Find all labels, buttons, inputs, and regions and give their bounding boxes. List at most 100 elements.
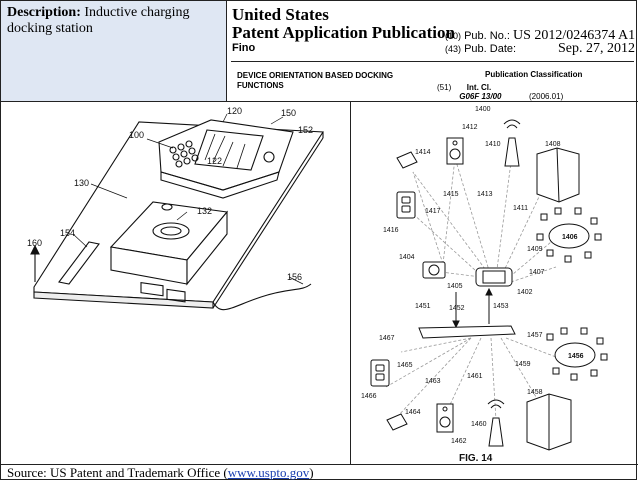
outlet-1466: [370, 359, 390, 387]
description-box: Description: Inductive charging docking …: [1, 1, 227, 102]
label-1402: 1402: [517, 289, 533, 296]
label-1451: 1451: [415, 303, 431, 310]
charger-coil: [152, 222, 190, 240]
outlet-1466-socket2: [375, 373, 385, 381]
lower-links: [385, 337, 557, 421]
router-1410: [504, 137, 520, 167]
label-1404: 1404: [399, 254, 415, 261]
pub-number-label: Pub. No.:: [464, 30, 510, 42]
network-svg: 1400 1412 1410 1414 1408 1415 1413 1417 …: [361, 106, 608, 464]
int-cl-label: Int. Cl.: [466, 83, 492, 92]
speaker-1462-tweeter: [442, 406, 448, 412]
description-label: Description:: [7, 5, 81, 20]
docking-station-drawing: 100 120 150 152 122 130 132 154 160 156: [1, 102, 351, 464]
label-120: 120: [227, 106, 242, 116]
leader-lines: [72, 113, 304, 285]
network-1406: [548, 223, 590, 249]
label-1463: 1463: [425, 378, 441, 385]
speaker-1412: [446, 137, 464, 165]
label-1453: 1453: [493, 303, 509, 310]
charger-port-2: [166, 288, 186, 303]
speaker-1412-tweeter: [452, 140, 458, 146]
label-1466: 1466: [361, 393, 377, 400]
label-160: 160: [27, 238, 42, 248]
int-cl-value: G06F 13/00: [459, 92, 502, 101]
header-country: United States: [232, 5, 329, 24]
patent-title: DEVICE ORIENTATION BASED DOCKING FUNCTIO…: [237, 71, 394, 90]
charger-port-1: [140, 282, 164, 297]
outlet-1416-socket1: [401, 196, 411, 204]
label-1408: 1408: [545, 141, 561, 148]
label-1405: 1405: [447, 283, 463, 290]
int-cl-year: (2006.01): [529, 92, 564, 101]
label-1411: 1411: [513, 205, 528, 212]
hub-bar: [418, 325, 516, 339]
int-cl-block: (51) Int. Cl. G06F 13/00 (2006.01): [437, 83, 563, 101]
phone-screen: [194, 129, 264, 171]
outlet-1416-socket2: [401, 205, 411, 213]
charger-led: [161, 203, 173, 211]
label-1412: 1412: [462, 124, 478, 131]
phone-1402-screen: [482, 270, 506, 284]
label-150: 150: [281, 108, 296, 118]
network-1406-nodes: [536, 207, 602, 263]
label-152: 152: [298, 125, 313, 135]
label-1465: 1465: [397, 362, 413, 369]
camera-lens: [428, 264, 440, 276]
header-type: Patent Application Publication: [232, 23, 455, 42]
int-cl-code: (51): [437, 83, 452, 92]
label-100: 100: [129, 130, 144, 140]
source-footer: Source: US Patent and Trademark Office (…: [1, 464, 638, 481]
router-1460-signal: [487, 399, 505, 409]
label-122: 122: [207, 156, 222, 166]
pub-date: (43) Pub. Date: Sep. 27, 2012: [445, 41, 635, 56]
label-1457: 1457: [527, 332, 543, 339]
label-1407: 1407: [529, 269, 545, 276]
slot-154: [58, 241, 100, 285]
pub-number-value: US 2012/0246374 A1: [513, 28, 636, 43]
server-1408-edge: [556, 147, 560, 203]
label-1464: 1464: [405, 409, 421, 416]
charger-side: [186, 210, 228, 286]
label-1414: 1414: [415, 149, 431, 156]
label-130: 130: [74, 178, 89, 188]
label-156: 156: [287, 272, 302, 282]
device-1464: [386, 413, 408, 431]
header-divider: [231, 61, 634, 62]
label-1461: 1461: [467, 373, 483, 380]
router-1410-signal: [503, 119, 521, 129]
label-1400: 1400: [475, 106, 491, 113]
label-1456: 1456: [568, 353, 584, 360]
network-diagram: 1400 1412 1410 1414 1408 1415 1413 1417 …: [351, 102, 638, 464]
label-1467: 1467: [379, 335, 395, 342]
label-1462: 1462: [451, 438, 467, 445]
uspto-link[interactable]: www.uspto.gov: [227, 465, 310, 480]
classification-heading: Publication Classification: [485, 70, 583, 79]
pub-date-code: (43): [445, 44, 462, 54]
router-1460: [488, 417, 504, 447]
device-1414: [396, 151, 418, 169]
footer-suffix: ): [309, 465, 314, 480]
label-1416: 1416: [383, 227, 399, 234]
label-1406: 1406: [562, 234, 578, 241]
phone-bottom-edge: [160, 171, 280, 199]
speaker-1462: [436, 403, 454, 433]
patent-header: United States Patent Application Publica…: [227, 1, 638, 102]
charger-coil-inner: [160, 226, 182, 236]
header-inventor: Fino: [232, 42, 256, 54]
label-1459: 1459: [515, 361, 531, 368]
label-1415: 1415: [443, 191, 459, 198]
pub-date-label: Pub. Date:: [464, 43, 517, 55]
speaker-1462-cone: [439, 416, 451, 428]
pub-number-code: (10): [445, 31, 462, 41]
docking-station-svg: 100 120 150 152 122 130 132 154 160 156: [27, 106, 324, 311]
speaker-1412-cone: [449, 148, 461, 160]
label-132: 132: [197, 206, 212, 216]
label-1409: 1409: [527, 246, 543, 253]
description-text: Inductive charging docking station: [7, 5, 190, 36]
label-1410: 1410: [485, 141, 501, 148]
pub-number: (10) Pub. No.: US 2012/0246374 A1: [445, 28, 635, 44]
upper-links: [410, 157, 557, 283]
sync-arrows: [452, 287, 493, 329]
